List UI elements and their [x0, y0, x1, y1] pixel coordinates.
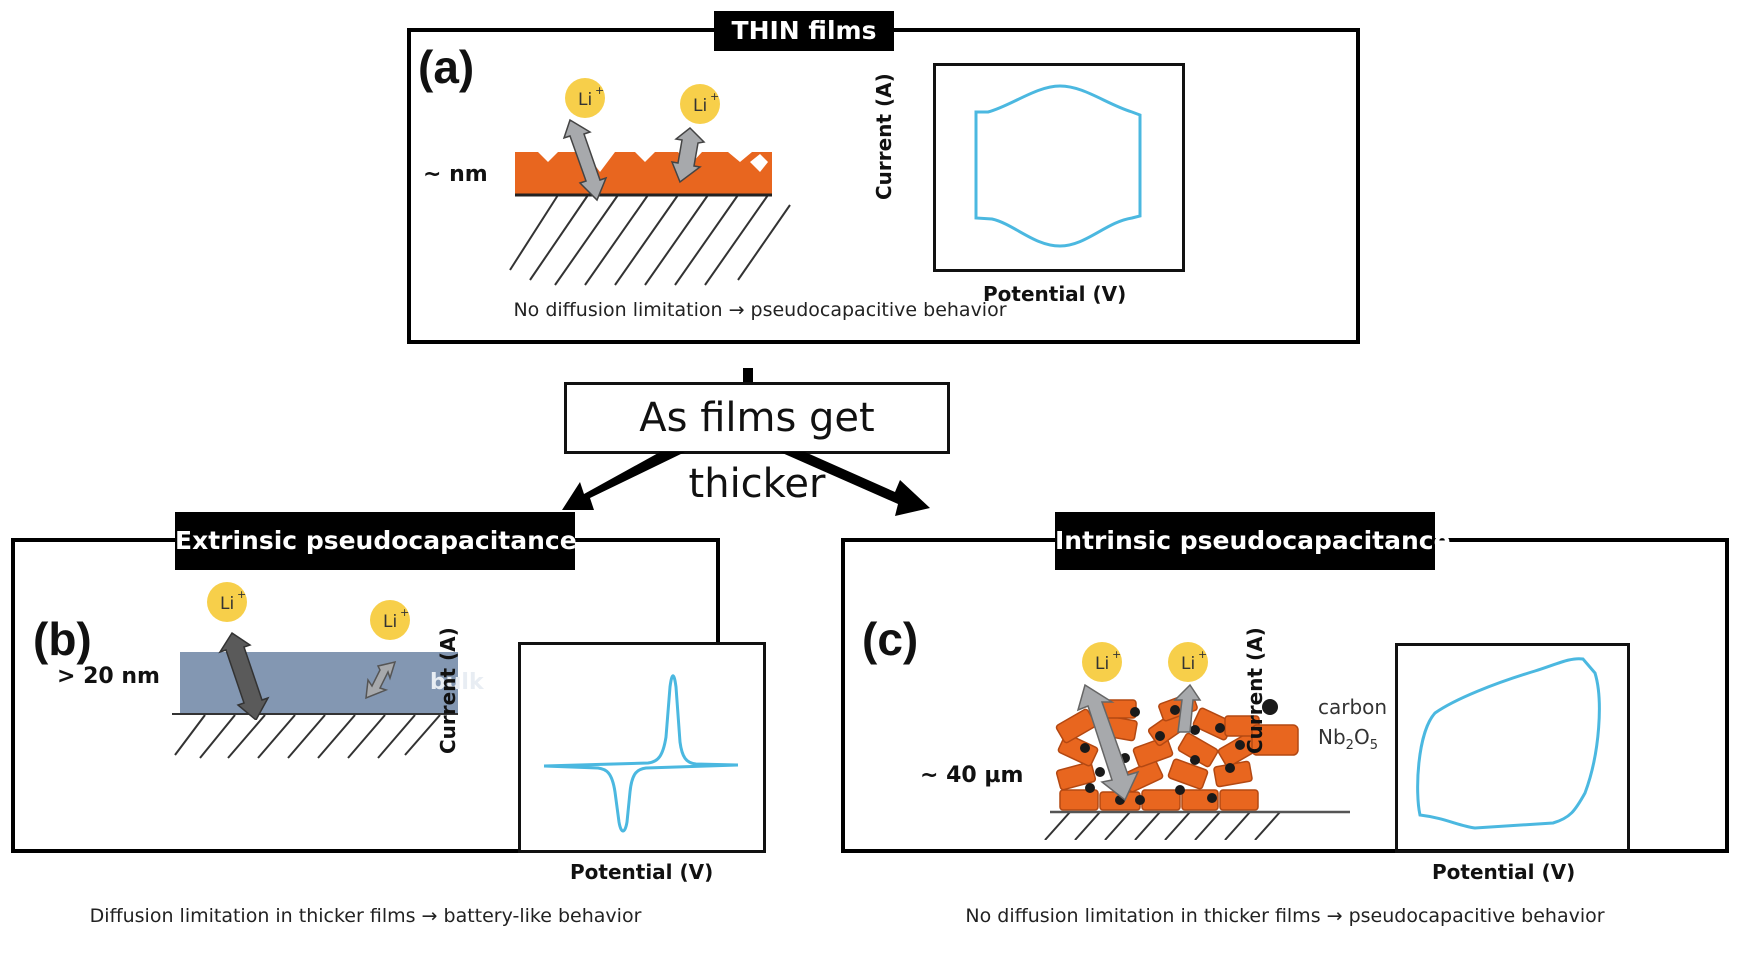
- panel-a-cv-plot: [933, 63, 1185, 272]
- svg-text:Li: Li: [1095, 654, 1109, 674]
- svg-text:Li: Li: [693, 96, 707, 116]
- panel-b-y-axis-label: Current (A): [436, 627, 460, 754]
- bulk-label: bulk: [430, 670, 484, 695]
- svg-text:+: +: [1198, 648, 1207, 661]
- transition-box: As films get thicker: [564, 382, 950, 507]
- nb2o5-text-o: O: [1353, 725, 1370, 749]
- carbon-particles: [1080, 705, 1245, 805]
- li-ion-icon: Li+: [1168, 642, 1208, 682]
- svg-text:Li: Li: [578, 90, 592, 110]
- panel-c-caption: No diffusion limitation in thicker films…: [965, 905, 1605, 927]
- double-arrow-icon: [1173, 683, 1202, 733]
- substrate-hatch: [174, 714, 441, 759]
- panel-a-x-axis-label: Potential (V): [983, 282, 1127, 306]
- legend-nb2o5-label: Nb2O5: [1318, 725, 1378, 753]
- panel-b-cv-plot-svg: [518, 642, 766, 853]
- panel-b-caption: Diffusion limitation in thicker films → …: [89, 905, 642, 927]
- panel-c-cv-curve: [1416, 657, 1601, 830]
- arrow-left: [562, 452, 685, 510]
- panel-a-y-axis-label: Current (A): [872, 73, 896, 200]
- nb2o5-text-sub2: 5: [1369, 738, 1378, 753]
- li-ion-icon: Li+: [370, 600, 410, 640]
- panel-b-x-axis-label: Potential (V): [570, 860, 714, 884]
- panel-b-cv-curve: [543, 674, 739, 833]
- panel-a-caption: No diffusion limitation → pseudocapaciti…: [513, 299, 1007, 321]
- substrate-hatch: [509, 194, 791, 286]
- svg-text:Li: Li: [1181, 654, 1195, 674]
- panel-c-cv-plot: [1395, 643, 1630, 853]
- panel-c-header: Intrinsic pseudocapacitance: [1055, 512, 1451, 570]
- panel-b-header: Extrinsic pseudocapacitance: [175, 512, 577, 570]
- svg-text:Li: Li: [220, 594, 234, 614]
- double-arrow-icon: [365, 660, 397, 700]
- panel-c-y-axis-label: Current (A): [1243, 627, 1267, 754]
- branch-arrows: [562, 452, 930, 516]
- panel-a-thickness-label: ~ nm: [423, 162, 488, 187]
- panel-a-cv-curve: [974, 84, 1142, 248]
- thin-film-layer: [515, 152, 772, 195]
- nb2o5-text-nb: Nb: [1318, 725, 1346, 749]
- substrate-hatch: [1044, 811, 1281, 840]
- double-arrow-icon: [670, 126, 706, 184]
- li-ion-icon: Li+: [1082, 642, 1122, 682]
- arrow-right: [780, 452, 930, 516]
- bulk-layer: [180, 652, 458, 714]
- intrinsic-illustration: Li+ Li+: [1044, 642, 1350, 840]
- double-arrow-icon: [562, 118, 608, 202]
- svg-text:+: +: [400, 606, 409, 619]
- panel-c-letter: (c): [862, 613, 919, 665]
- legend-carbon-icon: [1262, 699, 1278, 715]
- connector-stem: [743, 368, 753, 384]
- extrinsic-illustration: [172, 652, 458, 759]
- panel-b-letter: (b): [33, 613, 92, 665]
- svg-text:+: +: [595, 84, 604, 97]
- panel-a-header: THIN films: [714, 11, 894, 51]
- svg-text:+: +: [237, 588, 246, 601]
- svg-text:+: +: [710, 90, 719, 103]
- legend-carbon-label: carbon: [1318, 695, 1388, 719]
- panel-b-thickness-label: > 20 nm: [57, 664, 160, 689]
- li-ion-icon: Li+: [207, 582, 247, 622]
- panel-a-letter: (a): [418, 41, 475, 93]
- double-arrow-icon: [1076, 683, 1140, 802]
- li-ion-icon: Li+: [680, 84, 720, 124]
- svg-text:Li: Li: [383, 612, 397, 632]
- li-ion-icon: Li+: [565, 78, 605, 118]
- legend-nb2o5-icon: [1251, 724, 1299, 756]
- panel-c-thickness-label: ~ 40 µm: [920, 763, 1024, 788]
- panel-c-x-axis-label: Potential (V): [1432, 860, 1576, 884]
- thin-film-illustration: Li+ Li+: [509, 78, 791, 286]
- svg-text:+: +: [1112, 648, 1121, 661]
- double-arrow-icon: [218, 631, 270, 720]
- nb2o5-text-sub1: 2: [1345, 738, 1354, 753]
